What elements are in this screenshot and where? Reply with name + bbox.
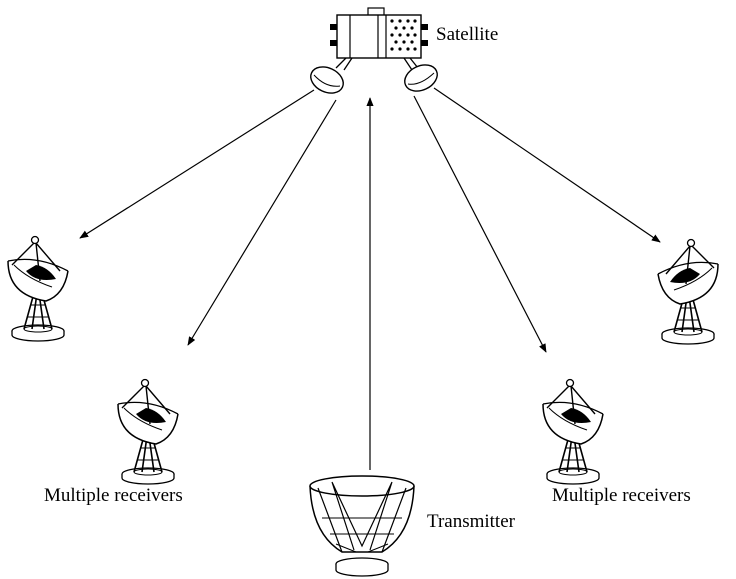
receiver-dish-far-right [657, 238, 719, 345]
signal-paths [79, 87, 661, 470]
satellite-icon [310, 7, 438, 94]
receiver-dish-near-right [542, 378, 604, 485]
receiver-dish-near-left [117, 378, 179, 485]
receivers-label-left: Multiple receivers [44, 485, 183, 506]
transmitter-label: Transmitter [427, 511, 515, 532]
receiver-dish-far-left [7, 235, 69, 342]
downlink-arrow-near-left [187, 99, 337, 346]
receivers-label-right: Multiple receivers [552, 485, 691, 506]
downlink-arrow-near-right [413, 95, 547, 353]
downlink-arrow-far-left [79, 89, 315, 239]
downlink-arrow-far-right [433, 87, 661, 243]
transmitter-dish [309, 475, 415, 577]
satellite-label: Satellite [436, 24, 499, 45]
